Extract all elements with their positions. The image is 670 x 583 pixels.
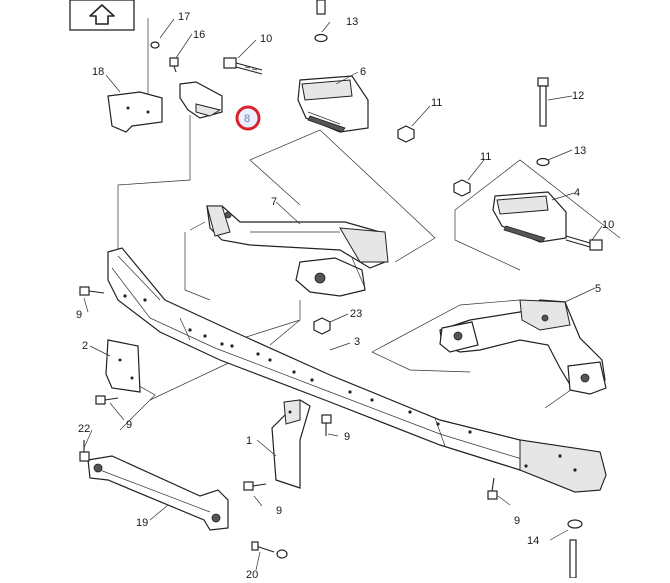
washer-13-upper[interactable] <box>314 33 328 43</box>
callout-11-upper[interactable]: 11 <box>431 97 442 109</box>
bolt-9-c[interactable] <box>321 414 332 436</box>
callout-3[interactable]: 3 <box>354 336 360 348</box>
callout-18[interactable]: 18 <box>92 66 104 78</box>
callout-1[interactable]: 1 <box>246 435 252 447</box>
spring-clamp-6[interactable] <box>297 0 369 133</box>
washer-17[interactable] <box>150 41 160 49</box>
bolt-12[interactable] <box>537 77 549 127</box>
callout-22[interactable]: 22 <box>78 423 90 435</box>
callout-labels: 17 16 18 10 13 6 8 11 12 13 11 4 10 7 5 … <box>76 11 614 581</box>
callout-2[interactable]: 2 <box>82 340 88 352</box>
callout-9-e[interactable]: 9 <box>514 515 520 527</box>
nut-11-right[interactable] <box>453 179 471 197</box>
bolt-22[interactable] <box>79 440 90 462</box>
bolt-10-right[interactable] <box>565 235 603 251</box>
callout-5[interactable]: 5 <box>595 283 601 295</box>
bracket-18[interactable] <box>107 91 163 133</box>
callout-13-upper[interactable]: 13 <box>346 16 358 28</box>
cross-beam[interactable] <box>107 247 607 493</box>
bolt-9-b[interactable] <box>95 395 119 405</box>
callout-6[interactable]: 6 <box>360 66 366 78</box>
arm-bracket-5[interactable] <box>439 299 607 395</box>
bolt-14[interactable] <box>567 519 583 579</box>
bolt-10-upper[interactable] <box>223 57 263 75</box>
up-arrow-icon <box>89 4 115 25</box>
callout-9-c[interactable]: 9 <box>344 431 350 443</box>
callout-7[interactable]: 7 <box>271 196 277 208</box>
nut-23[interactable] <box>313 317 331 335</box>
link-bar-19[interactable] <box>87 455 229 531</box>
callout-16[interactable]: 16 <box>193 29 205 41</box>
callout-9-a[interactable]: 9 <box>76 309 82 321</box>
arm-bracket-7[interactable] <box>206 205 389 297</box>
washer-13-right[interactable] <box>536 157 550 167</box>
callout-9-d[interactable]: 9 <box>276 505 282 517</box>
bracket-1[interactable] <box>271 399 311 489</box>
callout-11-right[interactable]: 11 <box>480 151 491 163</box>
callout-12[interactable]: 12 <box>572 90 584 102</box>
bracket-2[interactable] <box>105 339 141 393</box>
callout-14[interactable]: 14 <box>527 535 539 547</box>
callout-10-upper[interactable]: 10 <box>260 33 272 45</box>
bolt-9-d[interactable] <box>243 481 267 491</box>
up-arrow-button[interactable] <box>69 0 135 31</box>
bracket-8[interactable] <box>179 81 223 119</box>
fasteners <box>79 33 603 579</box>
callout-20[interactable]: 20 <box>246 569 258 581</box>
callout-8[interactable]: 8 <box>244 113 250 125</box>
bolt-16[interactable] <box>169 57 179 73</box>
leader-lines <box>83 18 603 571</box>
callout-4[interactable]: 4 <box>574 187 580 199</box>
bolt-9-a[interactable] <box>79 286 105 296</box>
callout-19[interactable]: 19 <box>136 517 148 529</box>
selected-part-highlight[interactable] <box>235 105 261 131</box>
nut-11-upper[interactable] <box>397 125 415 143</box>
callout-10-right[interactable]: 10 <box>602 219 614 231</box>
callout-23[interactable]: 23 <box>350 308 362 320</box>
callout-9-b[interactable]: 9 <box>126 419 132 431</box>
bolt-20[interactable] <box>251 541 288 559</box>
bolt-9-e[interactable] <box>487 477 498 500</box>
callout-17[interactable]: 17 <box>178 11 190 23</box>
callout-13-right[interactable]: 13 <box>574 145 586 157</box>
spring-clamp-4[interactable] <box>492 191 567 243</box>
